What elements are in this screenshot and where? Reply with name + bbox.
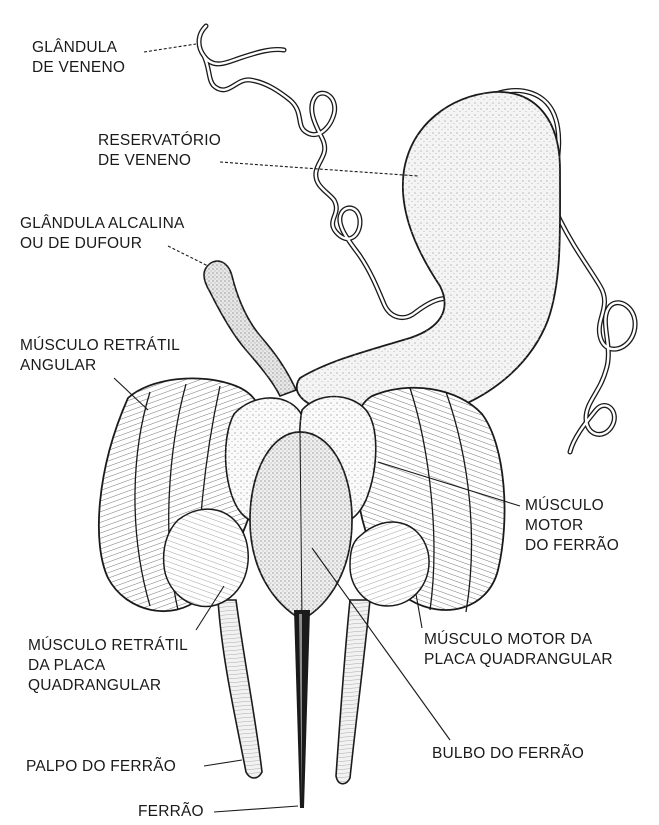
- label-line: PALPO DO FERRÃO: [26, 757, 176, 777]
- leader-palpo: [204, 760, 242, 766]
- label-bulbo-do-ferrao: BULBO DO FERRÃO: [432, 744, 584, 764]
- label-musculo-motor-placa: MÚSCULO MOTOR DA PLACA QUADRANGULAR: [424, 630, 613, 670]
- label-musculo-motor-do-ferrao: MÚSCULO MOTOR DO FERRÃO: [525, 496, 619, 556]
- venom-reservoir: [297, 92, 560, 418]
- sting-palps: [218, 600, 370, 784]
- leader-glandula-veneno: [144, 44, 196, 52]
- label-musculo-retratil-angular: MÚSCULO RETRÁTIL ANGULAR: [20, 336, 180, 376]
- label-line: MOTOR: [525, 516, 619, 536]
- alkaline-gland: [204, 261, 296, 396]
- label-line: FERRÃO: [138, 802, 204, 822]
- label-line: GLÂNDULA ALCALINA: [20, 214, 185, 234]
- label-line: PLACA QUADRANGULAR: [424, 650, 613, 670]
- label-line: MÚSCULO RETRÁTIL: [28, 636, 188, 656]
- label-line: MÚSCULO: [525, 496, 619, 516]
- label-musculo-retratil-placa: MÚSCULO RETRÁTIL DA PLACA QUADRANGULAR: [28, 636, 188, 696]
- label-line: RESERVATÓRIO: [98, 131, 221, 151]
- label-glandula-alcalina: GLÂNDULA ALCALINA OU DE DUFOUR: [20, 214, 185, 254]
- label-ferrao: FERRÃO: [138, 802, 204, 822]
- label-line: MÚSCULO RETRÁTIL: [20, 336, 180, 356]
- label-line: MÚSCULO MOTOR DA: [424, 630, 613, 650]
- label-line: BULBO DO FERRÃO: [432, 744, 584, 764]
- label-palpo-do-ferrao: PALPO DO FERRÃO: [26, 757, 176, 777]
- leader-ferrao: [214, 806, 298, 812]
- label-reservatorio-de-veneno: RESERVATÓRIO DE VENENO: [98, 131, 221, 171]
- label-line: DO FERRÃO: [525, 536, 619, 556]
- label-line: ANGULAR: [20, 356, 180, 376]
- label-line: OU DE DUFOUR: [20, 234, 185, 254]
- label-line: DE VENENO: [98, 151, 221, 171]
- label-line: DE VENENO: [32, 58, 125, 78]
- label-line: GLÂNDULA: [32, 38, 125, 58]
- label-line: DA PLACA: [28, 656, 188, 676]
- label-line: QUADRANGULAR: [28, 676, 188, 696]
- label-glandula-de-veneno: GLÂNDULA DE VENENO: [32, 38, 125, 78]
- sting-bulb: [250, 432, 352, 620]
- sting-shaft: [294, 610, 310, 808]
